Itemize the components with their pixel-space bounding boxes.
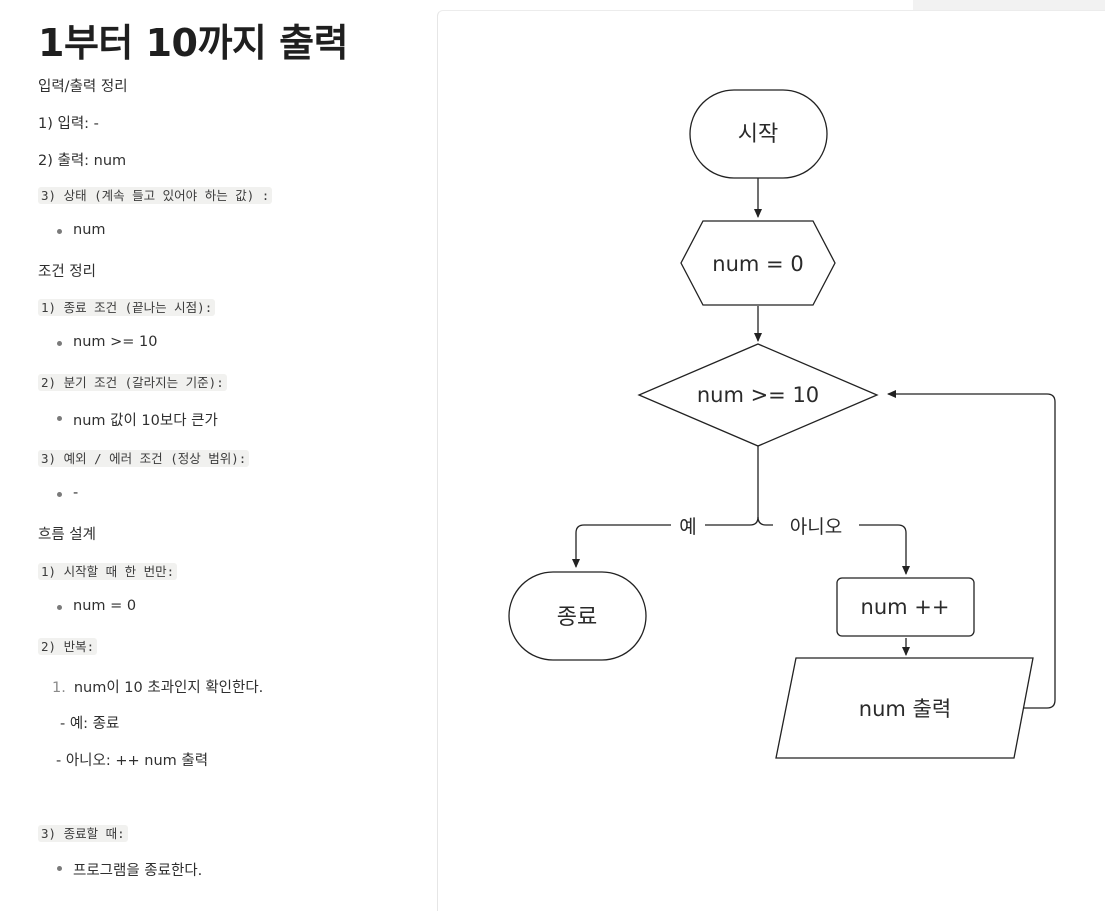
flowchart-panel: 예 아니오 시작 num = 0 num >= 10 종료 num ++ num…	[437, 10, 1105, 911]
yes-label-bg	[671, 513, 705, 537]
end-label: 3) 종료할 때:	[38, 825, 128, 842]
loop-label: 2) 반복:	[38, 638, 98, 655]
start-once-item: num = 0	[56, 598, 137, 614]
output-label: num 출력	[859, 697, 951, 721]
init-node	[680, 220, 836, 306]
increment-label: num ++	[861, 595, 950, 619]
output-node	[775, 657, 1034, 759]
end-cond-item: num >= 10	[56, 334, 158, 350]
notes-panel: 1부터 10까지 출력 입력/출력 정리 1) 입력: - 2) 출력: num…	[0, 0, 430, 904]
start-node	[689, 89, 828, 179]
increment-node	[836, 577, 975, 637]
flow-heading: 흐름 설계	[38, 527, 96, 543]
start-label: 시작	[738, 122, 778, 147]
cond-heading: 조건 정리	[38, 264, 96, 280]
state-label: 3) 상태 (계속 들고 있어야 하는 값) :	[38, 187, 273, 204]
branch-cond-item: num 값이 10보다 큰가	[57, 409, 218, 430]
branch-cond-label: 2) 분기 조건 (갈라지는 기준):	[38, 374, 227, 391]
no-label-bg	[773, 512, 859, 538]
yes-label: 예	[679, 516, 696, 538]
except-cond-item: -	[56, 485, 79, 501]
end-node	[508, 571, 647, 661]
state-item: num	[57, 222, 106, 238]
except-cond-label: 3) 예외 / 에러 조건 (정상 범위):	[38, 450, 250, 467]
edge-loop-back	[887, 390, 1056, 709]
start-once-label: 1) 시작할 때 한 번만:	[38, 563, 178, 580]
loop-yes: - 예: 종료	[60, 716, 120, 732]
io-heading: 입력/출력 정리	[38, 79, 128, 95]
input-line: 1) 입력: -	[38, 116, 99, 132]
end-cond-label: 1) 종료 조건 (끝나는 시점):	[38, 299, 216, 316]
end-label-node: 종료	[557, 605, 597, 630]
end-item: 프로그램을 종료한다.	[56, 859, 202, 880]
page-title: 1부터 10까지 출력	[38, 21, 349, 65]
loop-item-text: num이 10 초과인지 확인한다.	[73, 680, 264, 696]
decision-node	[637, 343, 879, 447]
decision-label: num >= 10	[697, 383, 819, 407]
loop-no: - 아니오: ++ num 출력	[56, 753, 209, 769]
edge-yes	[572, 446, 759, 568]
list-number: 1.	[52, 680, 66, 696]
no-label: 아니오	[790, 516, 842, 538]
edge-no	[757, 516, 910, 575]
loop-list-item: 1. num이 10 초과인지 확인한다.	[52, 676, 263, 697]
flowchart: 예 아니오 시작 num = 0 num >= 10 종료 num ++ num…	[508, 89, 1056, 759]
top-strip	[913, 0, 1105, 10]
init-label: num = 0	[712, 252, 803, 276]
output-line: 2) 출력: num	[38, 153, 127, 169]
